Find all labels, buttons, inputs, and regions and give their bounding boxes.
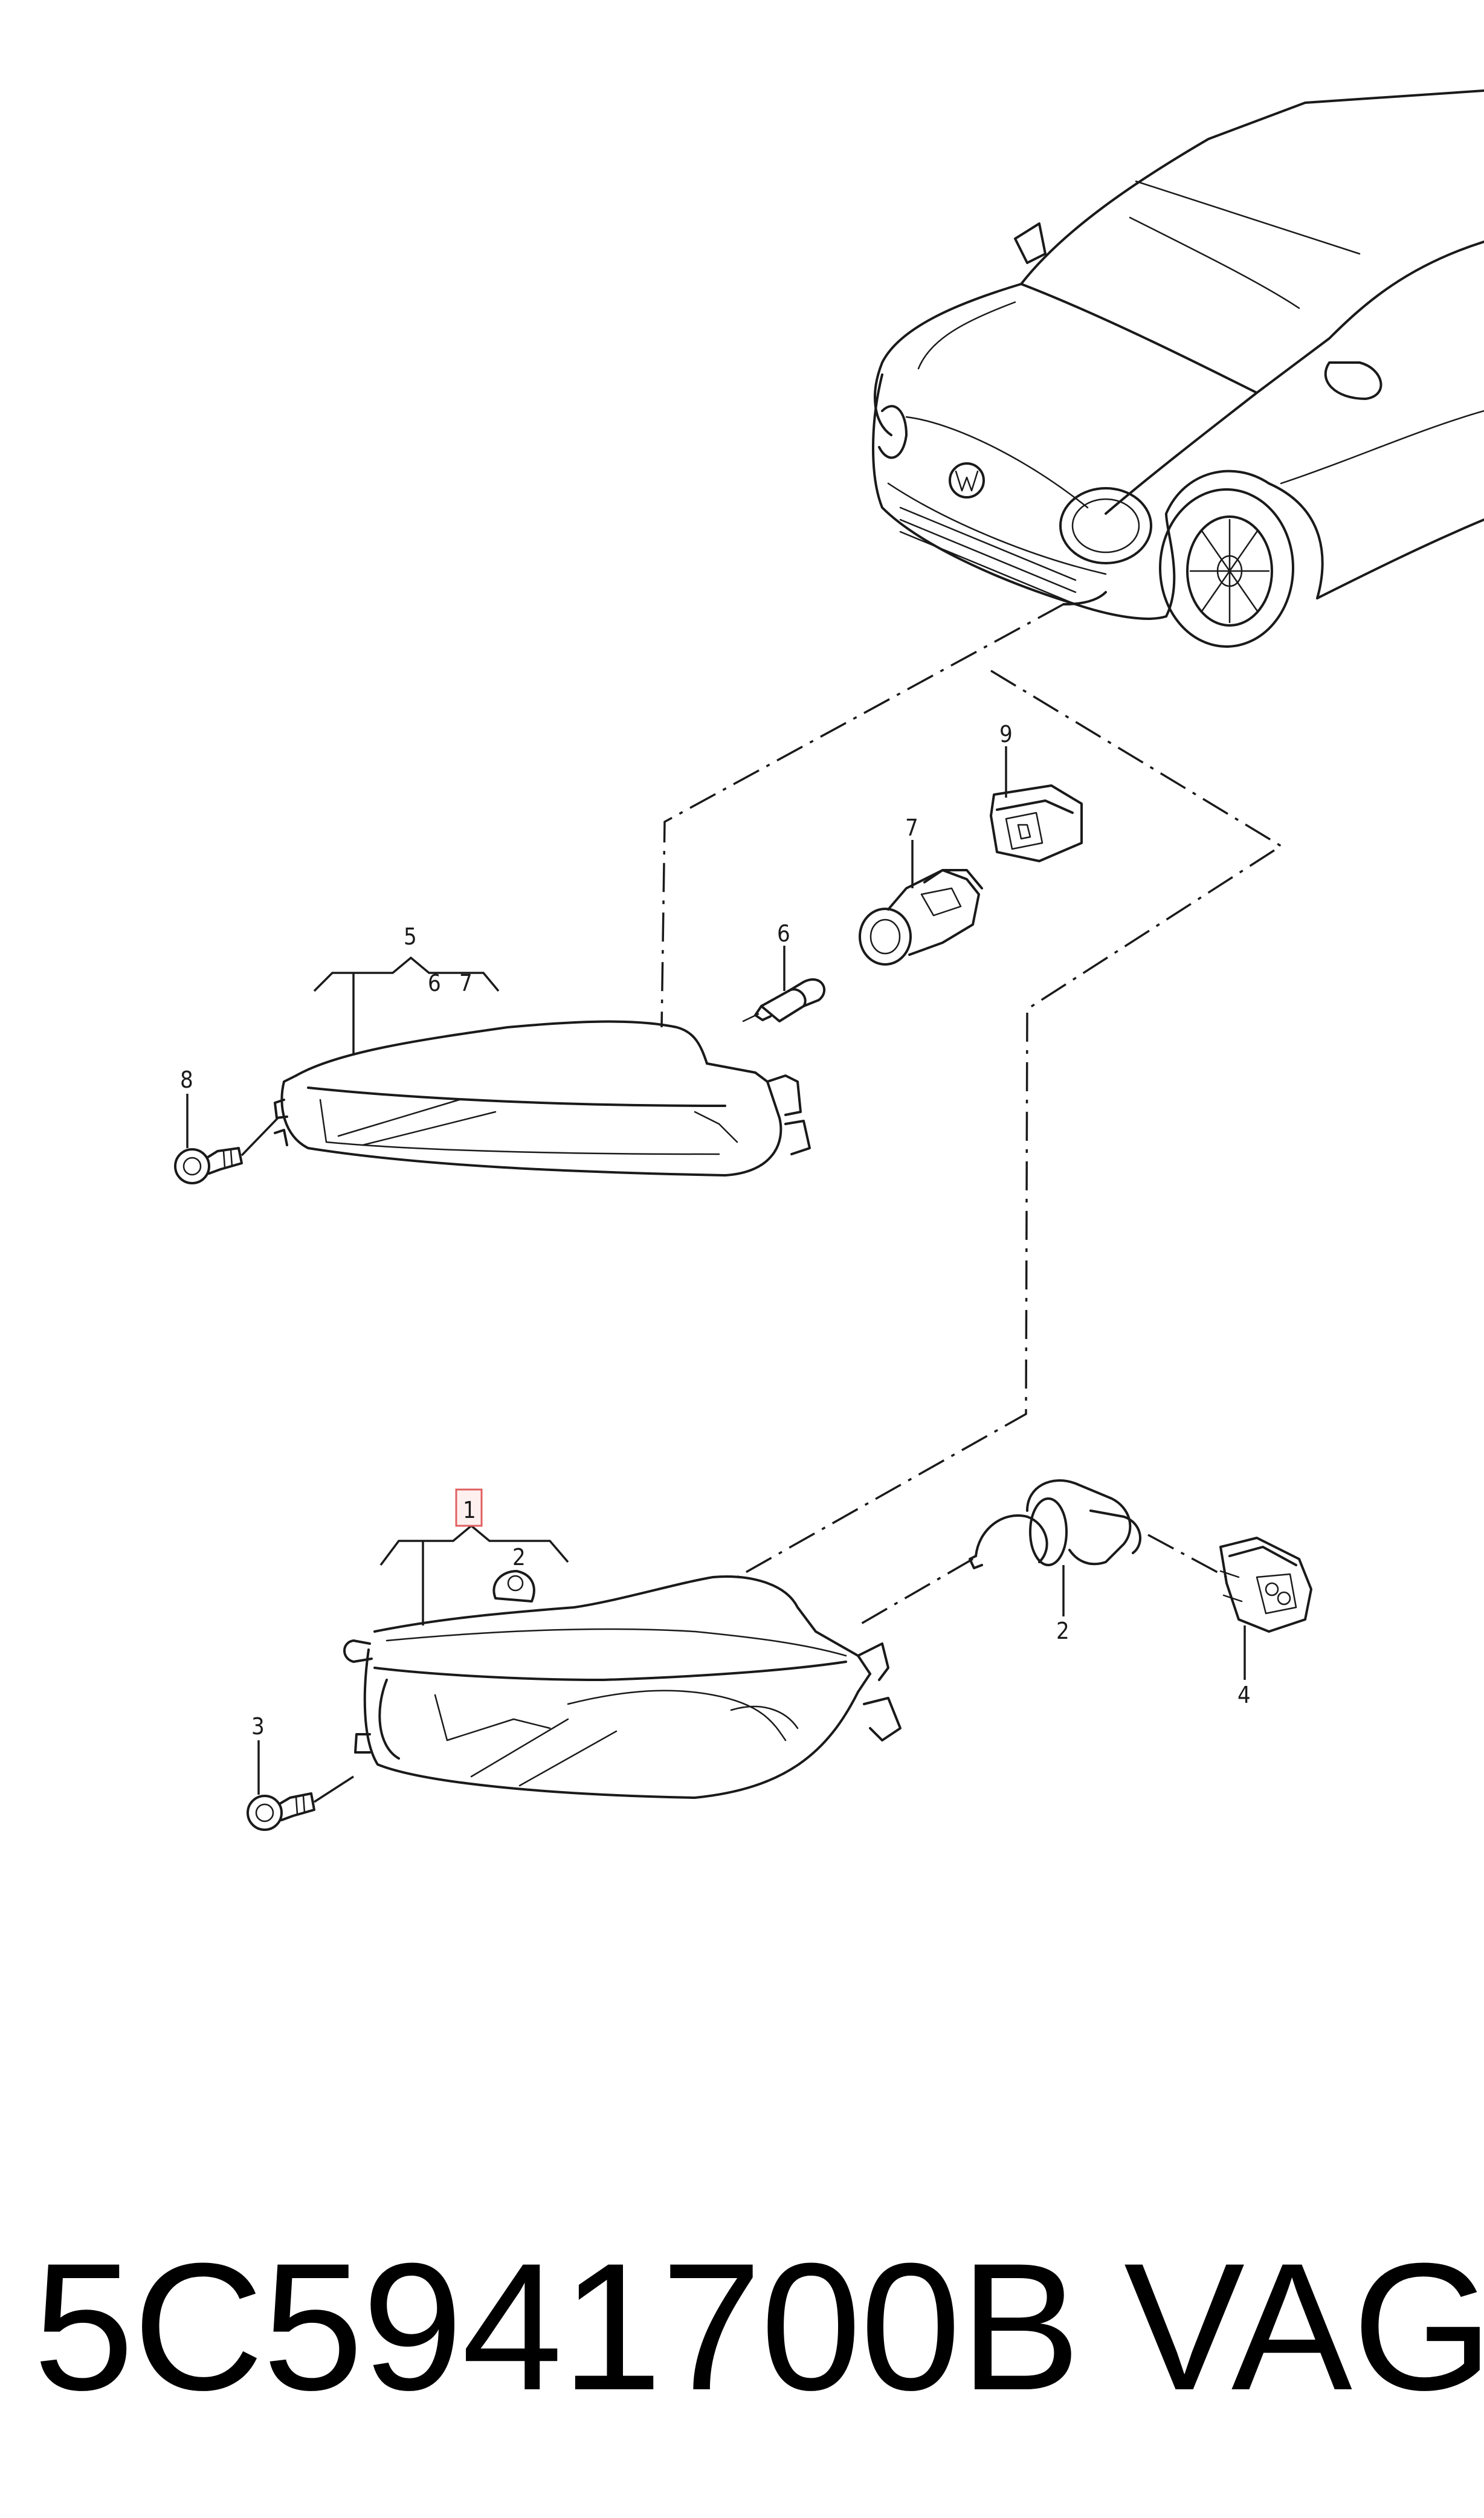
- bracket-5: [313, 956, 500, 1054]
- callout-1: 1: [463, 1497, 476, 1523]
- bulb-2: [969, 1479, 1141, 1616]
- screw-8: [174, 1094, 279, 1184]
- brand-label: VAG: [1124, 2225, 1484, 2428]
- callout-9: 9: [999, 721, 1013, 747]
- callout-6-part: 6: [777, 920, 790, 947]
- fog-lamp-1: [343, 1570, 902, 1799]
- screw-3: [247, 1740, 354, 1831]
- callout-4: 4: [1237, 1682, 1251, 1708]
- callout-8: 8: [180, 1067, 193, 1093]
- callouts: 9 7 6 5 6 7 8 1 2 3 2 4: [180, 721, 1251, 1740]
- bracket-1: [379, 1488, 569, 1625]
- callout-7-group: 7: [459, 970, 473, 996]
- dash-leaders: [660, 603, 1283, 1627]
- socket-7: [859, 840, 983, 966]
- callout-2-group: 2: [512, 1544, 526, 1571]
- connector-4: [1219, 1537, 1312, 1680]
- indicator-lamp-5: [274, 1020, 811, 1177]
- connector-9: [990, 746, 1083, 862]
- callout-7-part: 7: [905, 815, 918, 841]
- callout-2-part: 2: [1056, 1618, 1069, 1644]
- callout-3: 3: [251, 1713, 265, 1740]
- callout-5: 5: [404, 923, 417, 950]
- highlight-box: [455, 1488, 483, 1527]
- part-number-label: 5C5941700B: [33, 2225, 1081, 2428]
- car-illustration: [872, 89, 1484, 648]
- bulb-6: [742, 946, 826, 1022]
- callout-6-group: 6: [428, 970, 441, 996]
